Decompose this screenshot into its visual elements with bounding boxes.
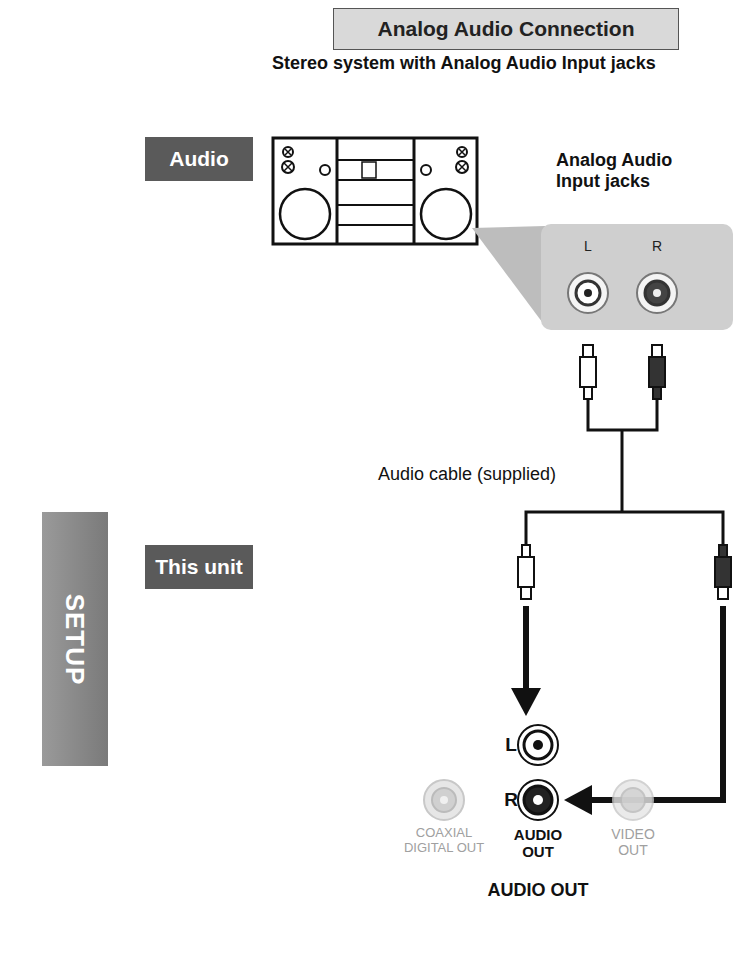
tab-label: SETUP <box>60 593 91 685</box>
jack-label: VIDEO OUT <box>603 826 663 858</box>
jack-panel: LR <box>541 224 733 330</box>
section-caption: AUDIO OUT <box>458 880 618 901</box>
jack-label: R <box>637 238 677 254</box>
setup-tab: SETUP <box>42 512 108 766</box>
stereo-system <box>273 138 477 244</box>
cable-label: Audio cable (supplied) <box>378 464 618 485</box>
jack-symbol <box>541 224 733 330</box>
callout-wedge <box>472 226 545 326</box>
jack-label: COAXIAL DIGITAL OUT <box>394 826 494 856</box>
title: Analog Audio Connection <box>377 17 634 41</box>
caption-text: Stereo system with Analog Audio Input ja… <box>272 53 682 74</box>
label-text: Audio <box>169 147 228 171</box>
jack-label: AUDIO OUT <box>508 826 568 861</box>
jack-label: L <box>500 734 522 756</box>
section-label: This unit <box>145 545 253 589</box>
title-box: Analog Audio Connection <box>333 8 679 50</box>
label-text: This unit <box>155 555 243 579</box>
caption-text: Analog Audio Input jacks <box>556 150 706 191</box>
jack-label: R <box>500 789 522 811</box>
section-label: Audio <box>145 137 253 181</box>
jack-label: L <box>568 238 608 254</box>
jack <box>424 725 653 820</box>
